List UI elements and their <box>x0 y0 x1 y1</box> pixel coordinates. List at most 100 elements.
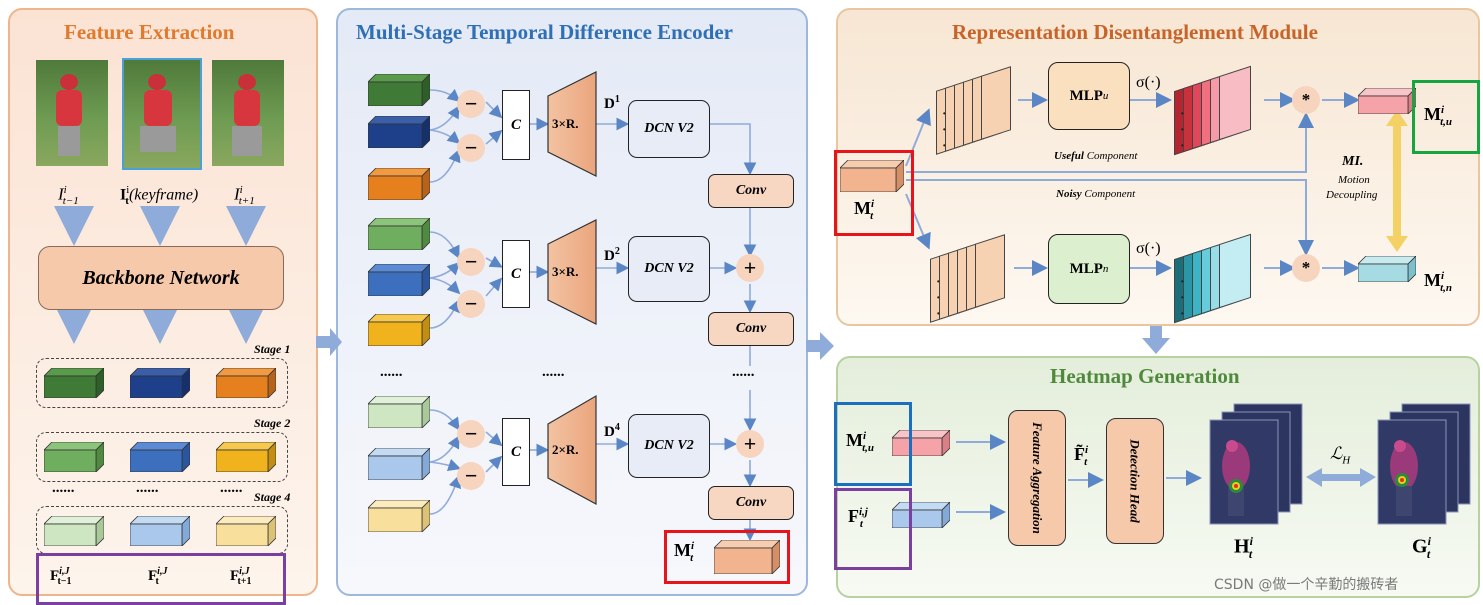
stage4-label: Stage 4 <box>254 490 291 504</box>
enc-cube-1 <box>367 73 431 107</box>
frame-key-image <box>122 58 202 170</box>
heatmap-connections <box>956 434 1202 520</box>
dcn-box-1: DCN V2 <box>628 100 710 158</box>
enc-ellipsis-3: ...... <box>732 364 755 380</box>
mi-sub2: Decoupling <box>1326 189 1378 201</box>
feature-extraction-title: Feature Extraction <box>64 20 235 44</box>
frame-prev-image <box>36 60 108 166</box>
fe-cube-r1-c3 <box>215 367 277 399</box>
heatmap-title: Heatmap Generation <box>1050 364 1240 388</box>
h-label: Hit <box>1234 534 1253 561</box>
feature-aggregation-label: Feature Aggregation <box>1030 422 1045 534</box>
sigma-n: σ(·) <box>1136 240 1161 257</box>
g-label: Git <box>1412 534 1431 561</box>
m-u-cube <box>1357 87 1417 115</box>
minus-circle-4: − <box>457 290 485 318</box>
encoder-output-cube <box>713 539 781 575</box>
encoder-connections <box>429 88 757 542</box>
rdm-connections <box>905 92 1360 276</box>
minus-circle-1: − <box>457 90 485 118</box>
enc-cube-5 <box>367 263 431 297</box>
minus-circle-5: − <box>457 420 485 448</box>
minus-circle-6: − <box>457 462 485 490</box>
frame-prev-label: Iit−1 <box>58 184 79 208</box>
fe-cube-r2-c2 <box>129 441 191 473</box>
conv-box-2: Conv <box>708 312 794 346</box>
enc-cube-9 <box>367 499 431 533</box>
m-n-label: Mit,n <box>1424 270 1452 294</box>
m-u-highlight <box>1412 80 1480 154</box>
enc-cube-4 <box>367 217 431 251</box>
hg-mu-cube <box>891 429 951 457</box>
d4-label: D4 <box>604 422 620 440</box>
backbone-network-block: Backbone Network <box>38 246 284 310</box>
fe-ellipsis-3: ...... <box>220 480 243 496</box>
frame-next-image <box>212 60 284 166</box>
d2-label: D2 <box>604 246 620 264</box>
backbone-network-label: Backbone Network <box>82 266 240 289</box>
dcn-box-3: DCN V2 <box>628 414 710 478</box>
encoder-output-highlight <box>664 530 790 584</box>
feature-aggregation-block: Feature Aggregation <box>1008 410 1066 546</box>
fe-cube-r2-c3 <box>215 441 277 473</box>
enc-cube-7 <box>367 395 431 429</box>
hg-mu-highlight <box>834 402 912 486</box>
useful-component-label: Useful Component <box>1054 150 1138 162</box>
fe-cube-r3-c1 <box>43 515 105 547</box>
stage1-label: Stage 1 <box>254 342 291 356</box>
fe-ellipsis-1: ...... <box>52 480 75 496</box>
enc-cube-6 <box>367 313 431 347</box>
fe-ellipsis-2: ...... <box>136 480 159 496</box>
concat-box-1: C <box>502 90 530 160</box>
watermark: CSDN @做一个辛勤的搬砖者 <box>1214 577 1399 593</box>
m-u-label: Mit,u <box>1424 104 1452 128</box>
noisy-component-label: Noisy Component <box>1056 188 1136 200</box>
fe-cube-r3-c3 <box>215 515 277 547</box>
loss-double-arrow <box>1306 468 1376 487</box>
concat-box-3: C <box>502 418 530 486</box>
ftilde-label: F̃it <box>1074 444 1089 468</box>
dcn-box-2: DCN V2 <box>628 236 710 302</box>
rdm-input-cube <box>839 159 905 193</box>
plus-circle-1: + <box>736 254 764 282</box>
panel-connector-arrows <box>316 326 1170 360</box>
reduction-label-3: 2×R. <box>552 442 579 457</box>
enc-cube-2 <box>367 115 431 149</box>
stage2-label: Stage 2 <box>254 416 291 430</box>
encoder-output-label: Mit <box>674 540 695 564</box>
enc-ellipsis-2: ...... <box>542 364 565 380</box>
d1-label: D1 <box>604 94 620 112</box>
fe-cube-r3-c2 <box>129 515 191 547</box>
conv-box-3: Conv <box>708 486 794 520</box>
loss-label: ℒH <box>1330 444 1351 467</box>
reduction-label-2: 3×R. <box>552 264 579 279</box>
rdm-input-highlight <box>834 150 914 236</box>
sigma-u: σ(·) <box>1136 74 1161 91</box>
enc-cube-8 <box>367 447 431 481</box>
concat-box-2: C <box>502 240 530 308</box>
feat-key-label: Fi,Jt <box>148 566 168 587</box>
multiply-n: * <box>1292 254 1320 282</box>
heatmap-predicted <box>1209 403 1303 525</box>
frame-next-label: Iit+1 <box>234 184 255 208</box>
fe-output-highlight <box>36 553 286 605</box>
reduction-blocks <box>547 71 597 506</box>
detection-head-block: Detection Head <box>1106 418 1164 544</box>
hg-f-label: Fi,jt <box>848 506 868 530</box>
stage2-group <box>36 432 288 482</box>
fe-arrows-down <box>54 206 266 344</box>
feat-prev-label: Fi,Jt−1 <box>50 566 72 587</box>
encoder-title: Multi-Stage Temporal Difference Encoder <box>356 20 733 44</box>
hg-f-highlight <box>834 488 912 570</box>
heatmap-groundtruth <box>1377 403 1471 525</box>
mi-label: MI. <box>1342 154 1364 169</box>
enc-cube-3 <box>367 167 431 201</box>
multiply-u: * <box>1292 86 1320 114</box>
fe-cube-r2-c1 <box>43 441 105 473</box>
mi-sub1: Motion <box>1338 174 1370 186</box>
fe-cube-r1-c2 <box>129 367 191 399</box>
mi-double-arrow <box>1386 110 1408 252</box>
fe-cube-r1-c1 <box>43 367 105 399</box>
